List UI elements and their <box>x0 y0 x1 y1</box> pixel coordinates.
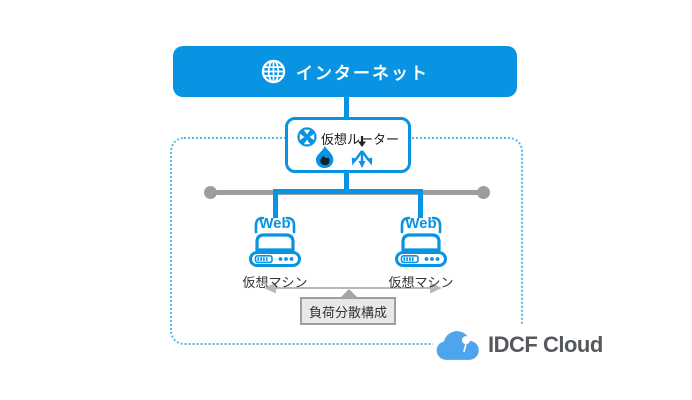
bus-endpoint-right <box>477 186 490 199</box>
firewall-flame-icon <box>315 146 335 174</box>
web-server-icon: Web <box>389 213 453 267</box>
vm-node-2: Web 仮想マシン <box>376 213 466 291</box>
virtual-router-label: 仮想ルーター <box>321 132 400 147</box>
bus-endpoint-left <box>204 186 217 199</box>
connector-vm-left <box>273 189 278 218</box>
connector-internet-router <box>344 96 349 119</box>
connector-horizontal <box>273 189 423 194</box>
svg-text:Web: Web <box>259 215 290 232</box>
logo-text: IDCF Cloud <box>488 332 603 357</box>
connector-vm-right <box>418 189 423 218</box>
vm-label: 仮想マシン <box>388 275 454 290</box>
callout-pointer <box>340 289 358 298</box>
vm-label: 仮想マシン <box>242 275 308 290</box>
callout-label: 負荷分散構成 <box>308 304 387 320</box>
connector-router-bus <box>344 171 349 191</box>
load-balance-callout: 負荷分散構成 <box>300 289 396 325</box>
vm-node-1: Web 仮想マシン <box>230 213 320 291</box>
virtual-router-icon <box>297 127 317 152</box>
internet-node: インターネット <box>173 46 517 97</box>
svg-text:Web: Web <box>405 215 436 232</box>
virtual-router-node: 仮想ルーター <box>285 117 411 173</box>
load-balancer-icon <box>350 135 374 176</box>
idcf-cloud-logo: IDCF Cloud <box>433 324 609 366</box>
web-server-icon: Web <box>243 213 307 267</box>
globe-icon <box>261 59 286 84</box>
internet-label: インターネット <box>296 64 429 83</box>
cloud-logo-icon <box>435 329 481 362</box>
spread-arrow-icon <box>263 281 443 300</box>
